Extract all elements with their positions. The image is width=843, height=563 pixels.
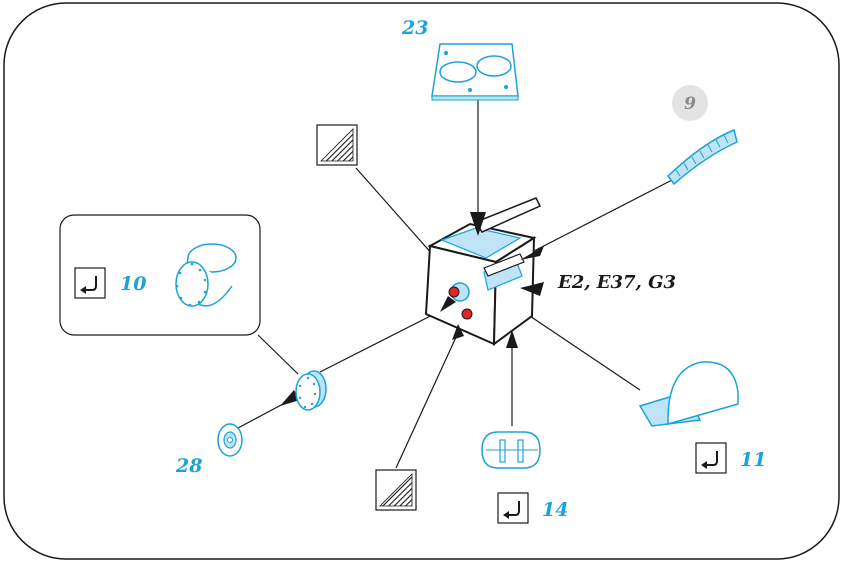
step-number: 9	[684, 94, 696, 114]
part-top-plate: 23	[401, 17, 519, 101]
callout-box-10: 10	[59, 214, 261, 336]
part-label-11: 11	[740, 449, 766, 471]
step-badge: 9	[672, 85, 708, 121]
part-label-23: 23	[401, 17, 428, 39]
part-label-10: 10	[120, 273, 146, 295]
return-arrow-icon	[695, 442, 727, 474]
glue-pad-top	[316, 124, 358, 166]
return-arrow-icon	[497, 492, 529, 524]
part-label-14: 14	[542, 499, 568, 521]
return-arrow-icon	[74, 267, 106, 299]
part-label-28: 28	[175, 455, 202, 477]
part-scale-strip	[666, 128, 738, 186]
glue-pad-bottom	[375, 469, 417, 511]
part-dial	[295, 370, 327, 411]
page-frame	[3, 2, 840, 560]
part-dial-large	[175, 243, 237, 307]
reference-text: E2, E37, G3	[557, 272, 676, 293]
central-box	[424, 197, 542, 347]
part-bracket	[638, 361, 739, 427]
part-clip	[481, 431, 541, 469]
arrowheads	[280, 212, 544, 406]
part-washer: 28	[175, 423, 243, 477]
